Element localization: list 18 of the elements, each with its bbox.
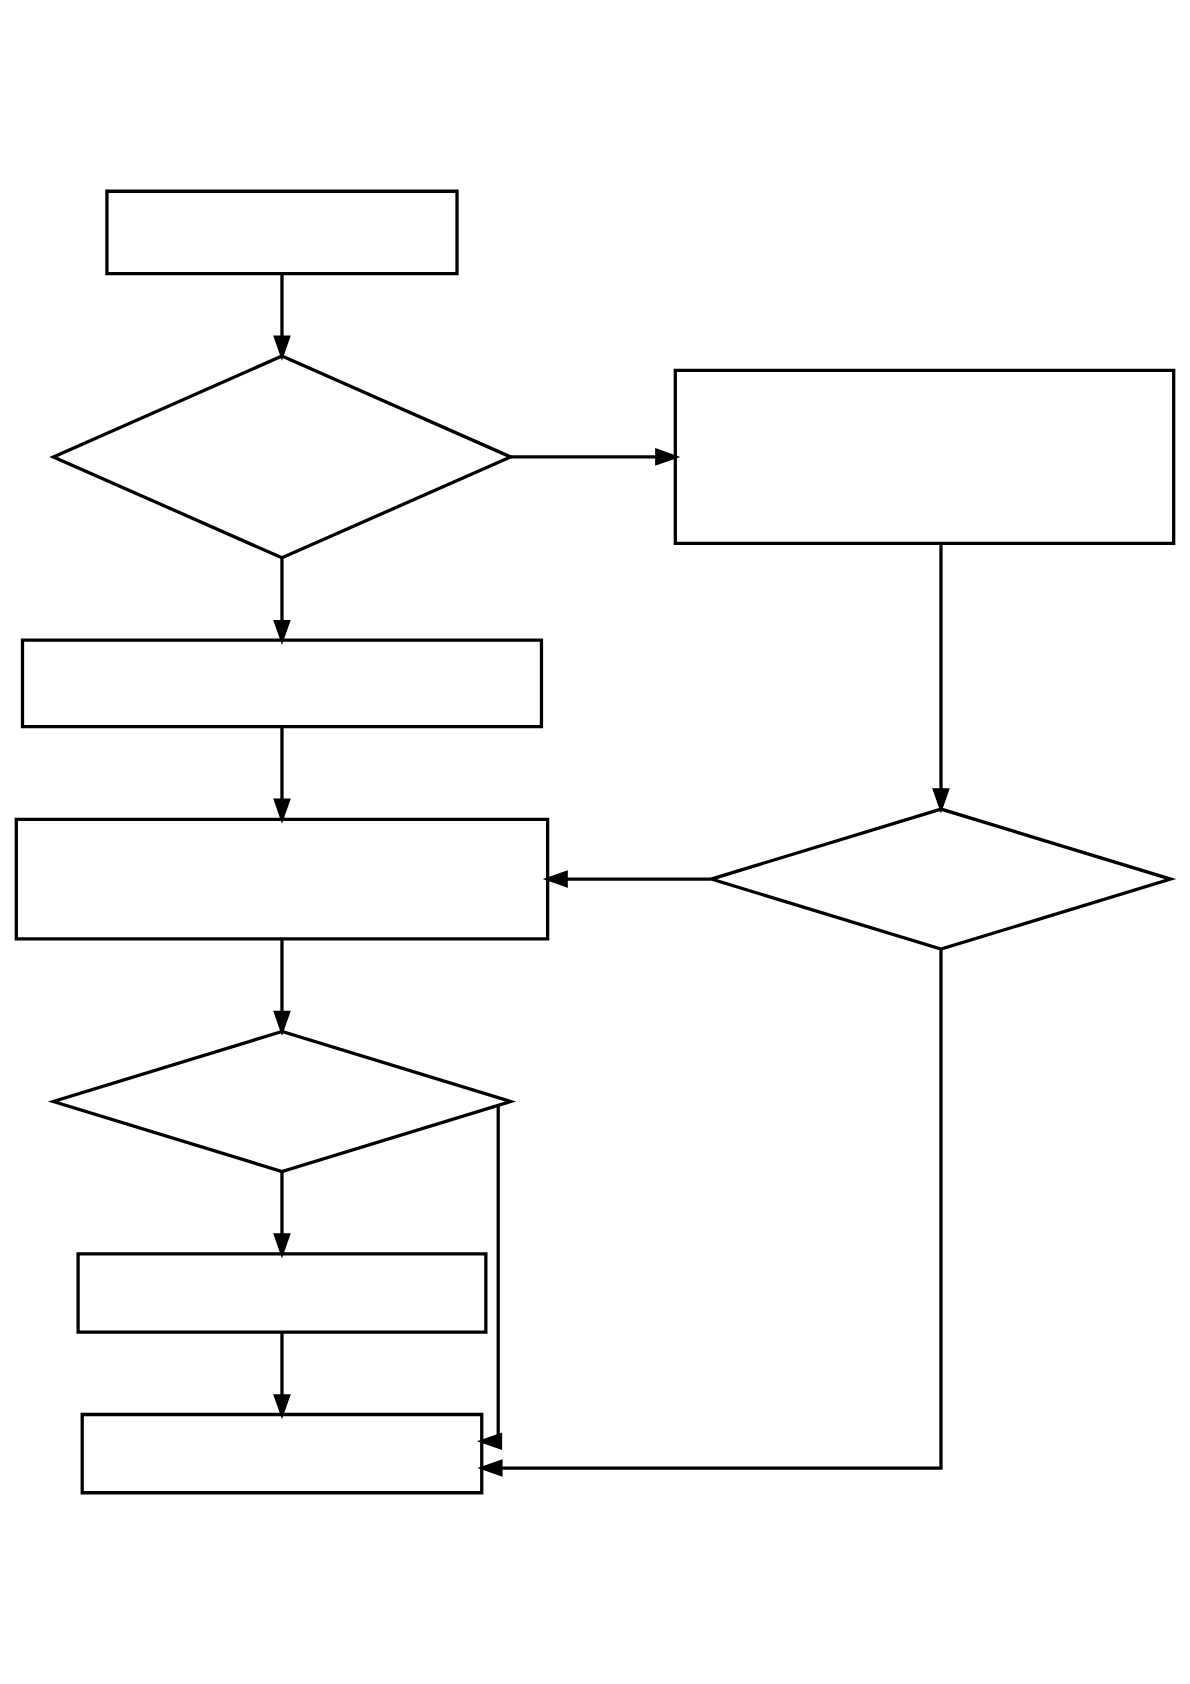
node-box (105, 189, 459, 276)
node-diamond (47, 1029, 517, 1174)
arrow (510, 448, 681, 466)
node-box (76, 1252, 488, 1334)
arrow (476, 1105, 503, 1451)
arrow (273, 939, 291, 1036)
arrow (273, 274, 291, 361)
arrow (273, 1332, 291, 1420)
arrow (273, 558, 291, 646)
node-box (673, 368, 1176, 546)
arrow (542, 870, 711, 888)
node-box (14, 817, 550, 941)
node-box (20, 638, 544, 729)
arrow (932, 544, 950, 814)
node-box (80, 1412, 484, 1495)
arrow (273, 726, 291, 824)
arrow (477, 949, 943, 1477)
arrow (273, 1171, 291, 1259)
